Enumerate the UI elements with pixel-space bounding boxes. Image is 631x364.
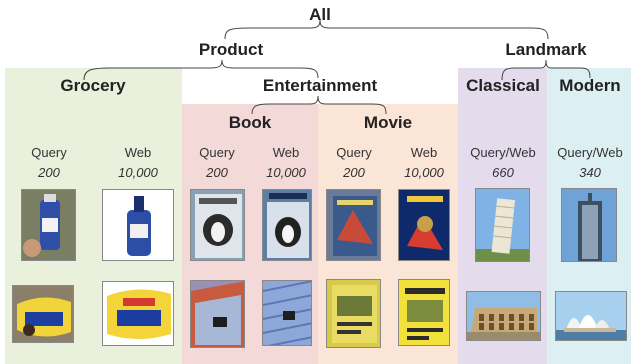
bottle-photo bbox=[21, 189, 76, 261]
column-count: 200 bbox=[206, 165, 228, 180]
title-modern: Modern bbox=[559, 76, 621, 95]
colosseum-photo bbox=[466, 291, 541, 341]
column-count: 10,000 bbox=[404, 165, 444, 180]
column-header: Query/Web bbox=[557, 145, 623, 160]
yellow-dvd-cover bbox=[398, 279, 450, 346]
column-header: Query bbox=[336, 145, 372, 160]
column-header: Web bbox=[410, 145, 438, 160]
column-count: 660 bbox=[492, 165, 514, 180]
column-count: 340 bbox=[579, 165, 601, 180]
column-header: Web bbox=[124, 145, 152, 160]
bottle-photo bbox=[102, 189, 174, 261]
patterned-book-cover bbox=[190, 280, 245, 348]
skyscraper-photo bbox=[561, 188, 617, 262]
title-entertainment: Entertainment bbox=[262, 76, 378, 95]
dog-book-cover bbox=[190, 189, 245, 261]
column-header: Query bbox=[31, 145, 67, 160]
title-product: Product bbox=[198, 40, 264, 59]
column-header: Query/Web bbox=[470, 145, 536, 160]
title-movie: Movie bbox=[363, 113, 413, 132]
title-all: All bbox=[309, 5, 331, 24]
movie-dvd-cover bbox=[398, 189, 450, 261]
movie-dvd-cover bbox=[326, 189, 381, 261]
yellow-dvd-cover bbox=[326, 279, 381, 348]
title-classical: Classical bbox=[466, 76, 540, 95]
title-landmark: Landmark bbox=[505, 40, 587, 59]
column-header: Query bbox=[199, 145, 235, 160]
oreo-package-photo bbox=[12, 285, 74, 343]
column-count: 10,000 bbox=[266, 165, 306, 180]
column-count: 200 bbox=[343, 165, 365, 180]
column-count: 200 bbox=[38, 165, 60, 180]
leaning-tower-photo bbox=[475, 188, 530, 262]
column-header: Web bbox=[272, 145, 300, 160]
title-book: Book bbox=[228, 113, 272, 132]
title-grocery: Grocery bbox=[60, 76, 126, 95]
patterned-book-cover bbox=[262, 280, 312, 346]
oreo-package-photo bbox=[102, 281, 174, 346]
dog-book-cover bbox=[262, 189, 312, 261]
opera-house-photo bbox=[555, 291, 627, 341]
column-count: 10,000 bbox=[118, 165, 158, 180]
